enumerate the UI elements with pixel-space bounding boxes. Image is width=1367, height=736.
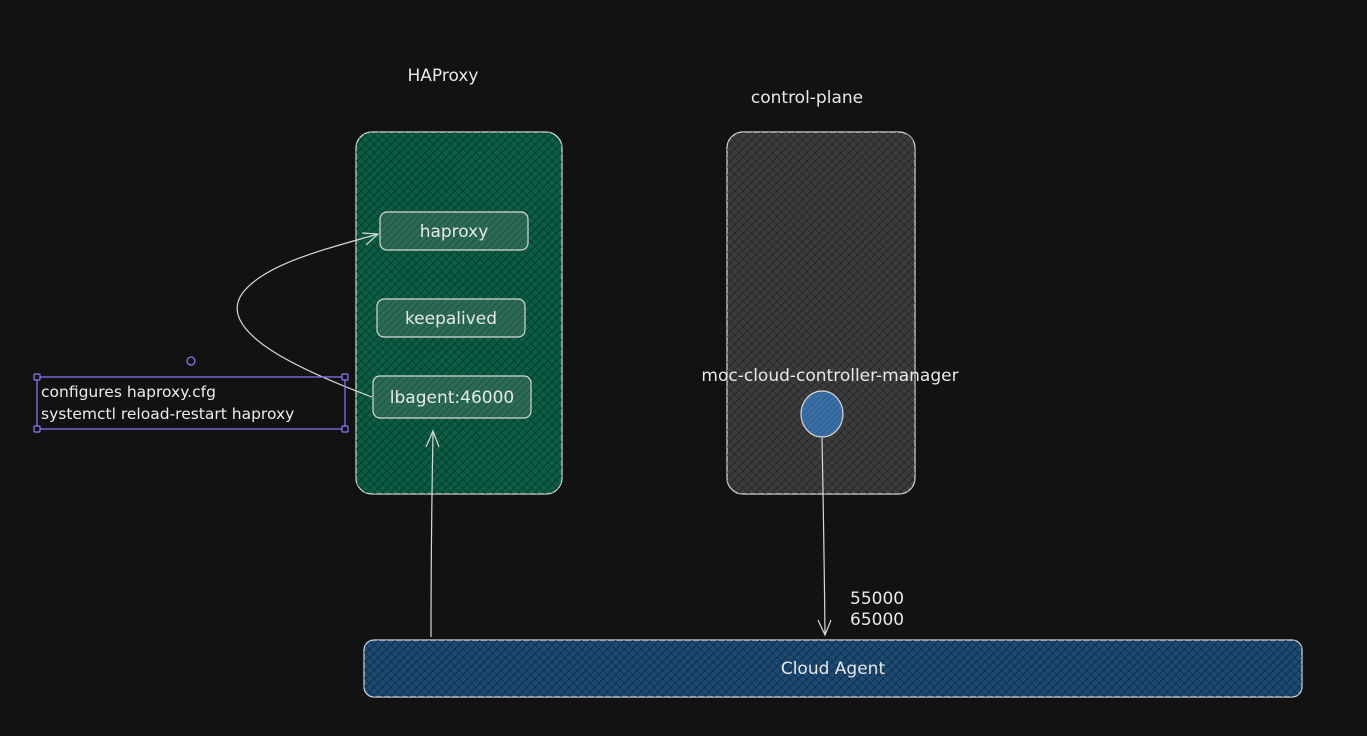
keepalived-service-box[interactable]: keepalived (376, 298, 526, 338)
rotate-handle[interactable] (186, 356, 196, 366)
cloud-agent-bar[interactable]: Cloud Agent (363, 639, 1303, 698)
lbagent-service-label: lbagent:46000 (390, 388, 514, 408)
resize-handle-br[interactable] (341, 425, 349, 433)
ports-line-1: 55000 (850, 589, 904, 609)
resize-handle-tl[interactable] (33, 373, 41, 381)
selection-box (36, 376, 346, 430)
keepalived-service-label: keepalived (405, 309, 497, 329)
resize-handle-tr[interactable] (341, 373, 349, 381)
note-line-1: configures haproxy.cfg (41, 383, 216, 401)
ccm-label: moc-cloud-controller-manager (701, 366, 958, 386)
arrow-ccm-to-cloud-agent[interactable] (817, 437, 832, 637)
note-selection[interactable]: configures haproxy.cfg systemctl reload-… (33, 356, 349, 433)
haproxy-service-label: haproxy (420, 222, 489, 242)
cloud-agent-label: Cloud Agent (781, 659, 886, 679)
control-plane-node[interactable] (726, 131, 916, 495)
note-line-2: systemctl reload-restart haproxy (41, 405, 294, 423)
ports-line-2: 65000 (850, 610, 904, 630)
control-plane-title: control-plane (751, 88, 863, 108)
arrow-cloud-agent-to-lbagent[interactable] (425, 429, 440, 638)
arrow-lbagent-to-haproxy[interactable] (236, 232, 380, 398)
haproxy-title: HAProxy (408, 66, 479, 86)
resize-handle-bl[interactable] (33, 425, 41, 433)
haproxy-service-box[interactable]: haproxy (379, 211, 529, 251)
lbagent-service-box[interactable]: lbagent:46000 (372, 375, 532, 419)
ccm-dot[interactable] (800, 390, 844, 438)
